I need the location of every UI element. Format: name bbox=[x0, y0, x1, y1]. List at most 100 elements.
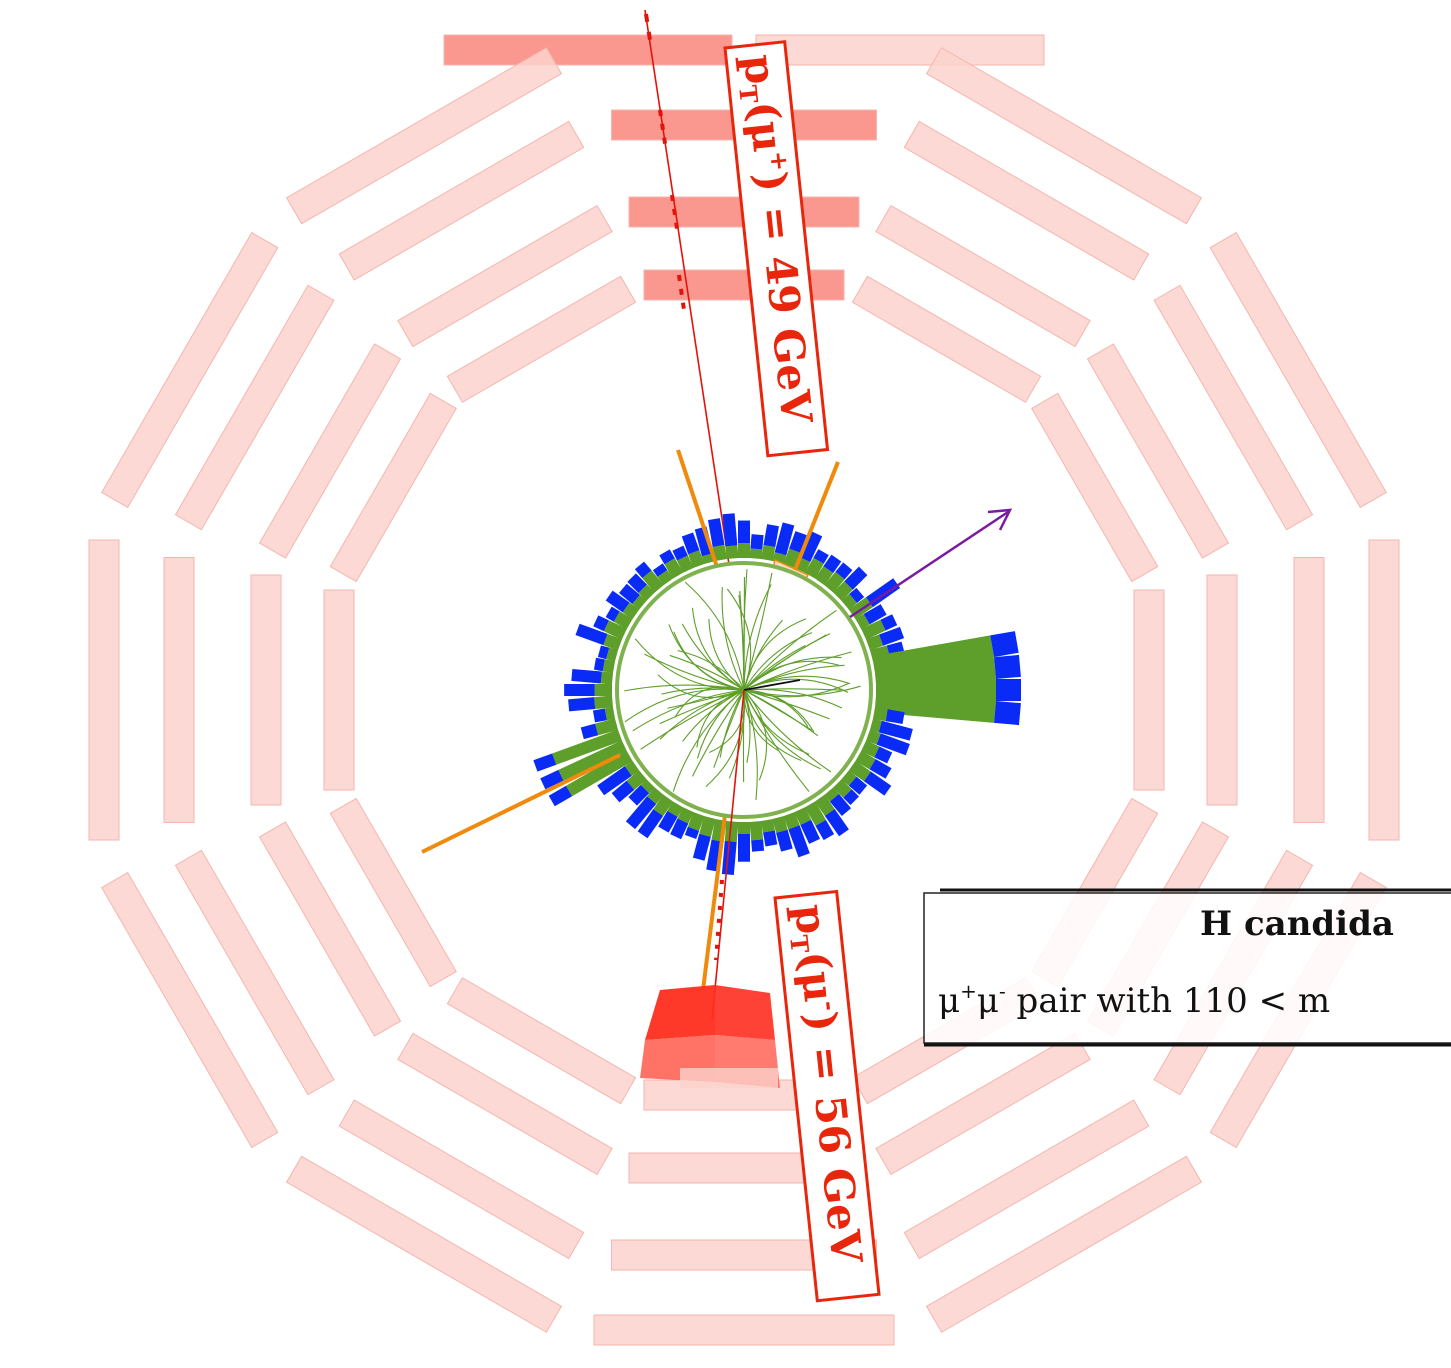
calorimeter-tower bbox=[659, 549, 675, 565]
calorimeter-tower bbox=[880, 614, 898, 631]
muon-plus-label: pT(μ+) = 49 GeV bbox=[723, 40, 830, 458]
calorimeter-tower bbox=[824, 571, 845, 593]
muon-chamber bbox=[285, 47, 563, 225]
calorimeter-tower bbox=[823, 554, 842, 574]
inner-track bbox=[668, 624, 745, 691]
info-box-mu2: μ bbox=[977, 981, 999, 1021]
inner-track bbox=[713, 689, 745, 768]
calorimeter-tower bbox=[814, 794, 835, 816]
calorimeter-tower bbox=[571, 668, 602, 684]
muon-chamber bbox=[397, 204, 613, 348]
svg-text:μ+μ- pair with 110 < m: μ+μ- pair with 110 < m bbox=[938, 979, 1330, 1021]
muon-chamber bbox=[446, 977, 637, 1105]
calorimeter-tower bbox=[637, 809, 664, 839]
muon-minus-label-charge: - bbox=[815, 999, 845, 1012]
muon-chamber bbox=[397, 1032, 613, 1176]
muon-minus-label-main: p bbox=[785, 902, 837, 936]
muon-minus-track bbox=[711, 689, 745, 1021]
inner-track bbox=[743, 689, 758, 801]
muon-chamber bbox=[643, 269, 845, 301]
calorimeter-tower bbox=[844, 566, 868, 590]
calorimeter-tower bbox=[772, 815, 788, 833]
calorimeter-tower bbox=[624, 760, 640, 776]
calorimeter-tower bbox=[628, 784, 650, 806]
calorimeter-tower bbox=[863, 771, 892, 796]
calorimeter-tower bbox=[829, 793, 852, 816]
inner-track bbox=[743, 618, 807, 691]
calorimeter-tower bbox=[994, 654, 1021, 679]
tracks bbox=[624, 569, 861, 801]
calorimeter-tower bbox=[876, 733, 910, 756]
inner-track bbox=[667, 689, 745, 709]
calorimeter-tower bbox=[625, 796, 657, 830]
calorimeter-tower bbox=[855, 750, 876, 770]
muon-chamber bbox=[1031, 392, 1159, 583]
calorimeter-tower bbox=[605, 606, 620, 622]
calorimeter-tower bbox=[712, 544, 727, 562]
inner-track bbox=[743, 689, 751, 763]
calorimeter-tower bbox=[677, 807, 694, 824]
info-box-title: H candida bbox=[1200, 904, 1394, 944]
calorimeter-tower bbox=[813, 549, 829, 564]
calorimeter-tower bbox=[657, 569, 674, 586]
inner-track bbox=[681, 623, 745, 691]
calorimeter-tower bbox=[600, 671, 614, 685]
calorimeter-tower bbox=[738, 822, 750, 834]
info-box-sup1: + bbox=[960, 979, 977, 1003]
muon-chamber bbox=[1153, 284, 1314, 531]
inner-track bbox=[743, 632, 813, 691]
info-box: H candida μ+μ- pair with 110 < m bbox=[923, 888, 1451, 1047]
calorimeter-tower bbox=[638, 584, 655, 601]
muon-plus-label-main: p bbox=[734, 52, 786, 86]
muon-chamber bbox=[1293, 557, 1325, 823]
calorimeter-tower bbox=[861, 740, 880, 758]
calorimeter-tower bbox=[594, 684, 612, 696]
calorimeter-tower bbox=[865, 729, 881, 745]
calorimeter-tower bbox=[653, 794, 674, 816]
inner-track bbox=[721, 587, 745, 691]
calorimeter-tower bbox=[692, 833, 711, 861]
muon-chamber bbox=[443, 34, 733, 66]
calorimeter-tower bbox=[672, 545, 688, 561]
inner-track bbox=[743, 689, 815, 733]
inner-track bbox=[743, 656, 842, 691]
calorimeter-tower bbox=[996, 679, 1021, 701]
inner-track bbox=[743, 569, 748, 691]
info-box-rest: pair with 110 < m bbox=[1006, 981, 1330, 1021]
calorimeter-tower bbox=[804, 557, 824, 579]
muon-chamber bbox=[329, 797, 457, 988]
calorimeter-tower bbox=[681, 532, 700, 555]
calorimeter-tower bbox=[789, 531, 807, 553]
muon-chamber bbox=[1086, 343, 1230, 559]
calorimeter-tower bbox=[613, 611, 633, 630]
calorimeter-tower bbox=[597, 766, 632, 796]
calorimeter-tower bbox=[699, 815, 716, 837]
info-box-sup2: - bbox=[999, 979, 1006, 1003]
calorimeter-tower bbox=[593, 657, 605, 672]
muon-plus-label-sub: T bbox=[733, 84, 764, 105]
calorimeter-tower bbox=[738, 833, 750, 862]
muon-chamber bbox=[329, 392, 457, 583]
calorimeter-tower bbox=[592, 708, 607, 723]
muon-chamber bbox=[1209, 231, 1387, 509]
muon-chamber bbox=[593, 1314, 895, 1346]
calorimeter-deposits bbox=[533, 513, 1021, 876]
calorimeter-tower bbox=[725, 545, 739, 560]
calorimeter-tower bbox=[749, 820, 764, 841]
calorimeter-tower bbox=[622, 602, 640, 620]
muon-chamber bbox=[925, 47, 1203, 225]
inner-track bbox=[705, 689, 746, 788]
calorimeter-tower bbox=[677, 555, 694, 573]
calorimeter-tower bbox=[774, 522, 795, 556]
calorimeter-tower bbox=[824, 787, 840, 802]
inner-track bbox=[743, 688, 841, 691]
calorimeter-tower bbox=[540, 769, 564, 790]
calorimeter-tower bbox=[794, 807, 812, 825]
muon-minus-label: pT(μ-) = 56 GeV bbox=[773, 889, 881, 1303]
muon-chamber bbox=[88, 539, 120, 841]
forward-muon-block bbox=[640, 985, 780, 1088]
calorimeter-tower bbox=[879, 626, 905, 646]
calorimeter-tower bbox=[815, 819, 835, 841]
muon-chamber bbox=[903, 1099, 1150, 1260]
